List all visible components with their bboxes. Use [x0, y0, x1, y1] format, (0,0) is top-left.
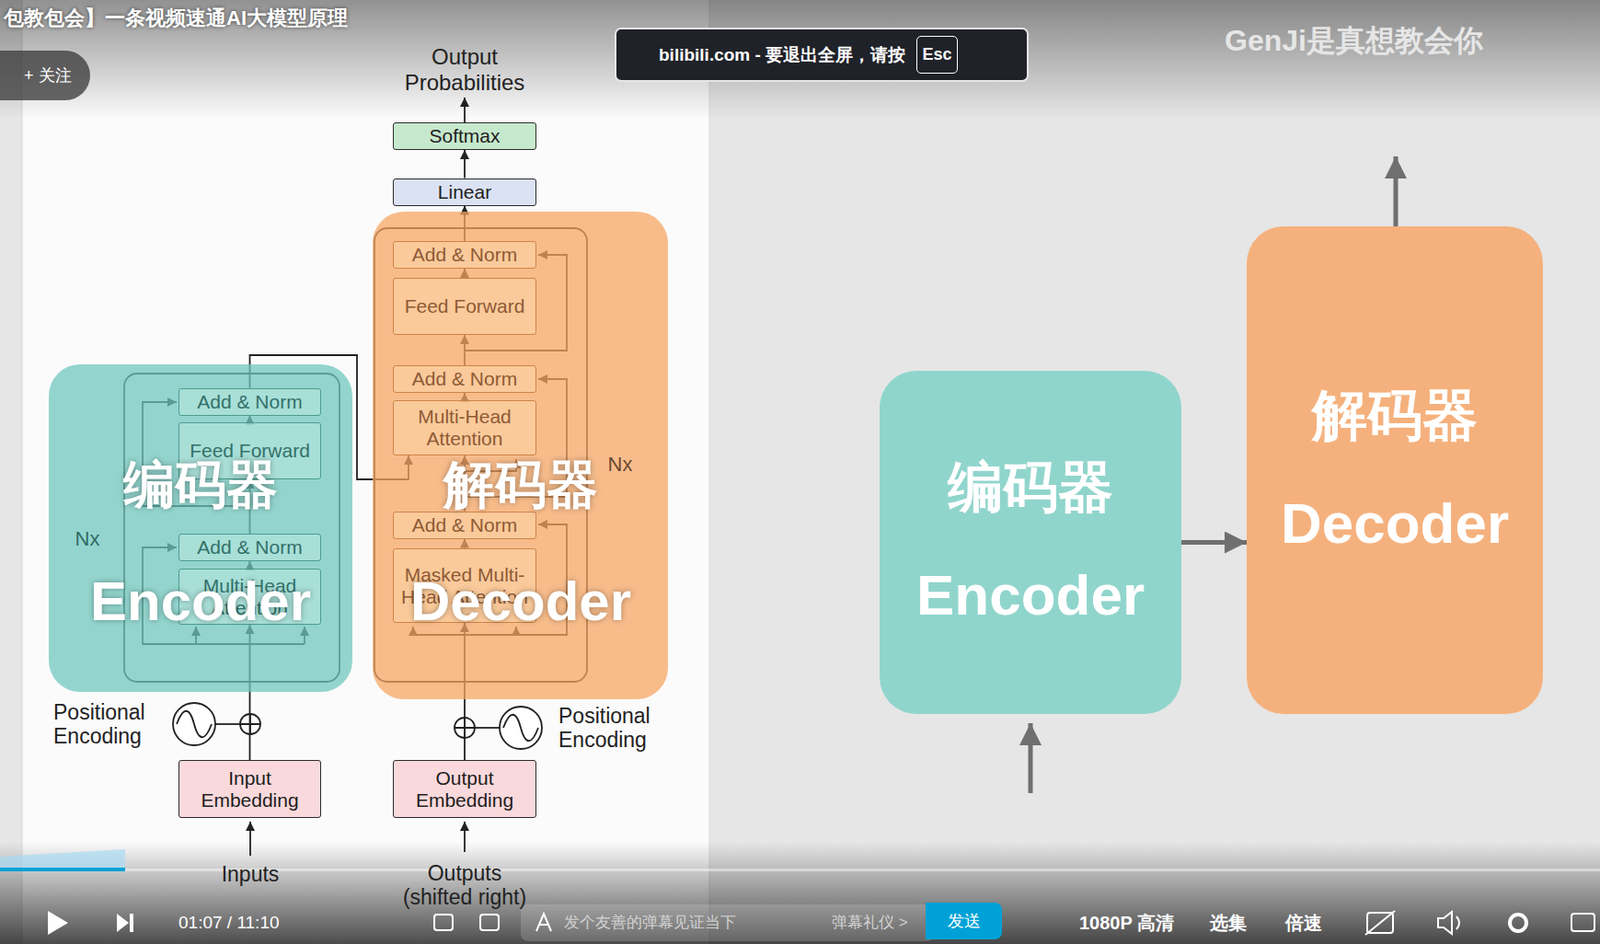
node-label: Linear — [437, 181, 492, 204]
decoder-block: 解码器 Decoder — [1246, 226, 1543, 714]
positional-encoding-symbol — [172, 702, 542, 749]
player-icon — [116, 913, 129, 933]
softmax-box: Softmax — [392, 122, 537, 150]
flow-arrow — [1181, 540, 1247, 545]
progress-bar — [0, 849, 1600, 872]
english-title: Encoder — [916, 561, 1145, 630]
player-icon — [1571, 913, 1595, 932]
player-shade — [0, 0, 1600, 120]
encoding-label: Positional Encoding — [53, 700, 169, 749]
node-label: Esc — [921, 45, 952, 65]
node-label: 发送 — [947, 909, 981, 933]
node-label: + 关注 — [23, 64, 72, 87]
positional-encoding-symbol — [215, 723, 241, 726]
feed-forward-box: Feed Forward — [392, 277, 537, 335]
watermark: GenJi是真想教会你 — [1224, 23, 1484, 58]
decoder-overlay: 解码器DecoderAdd & NormFeed ForwardAdd & No… — [372, 211, 668, 700]
encoder-block: 编码器 Encoder — [879, 370, 1182, 714]
chinese-title: 解码器 — [1312, 382, 1478, 449]
video-title: 包教包会】一条视频速通AI大模型原理 — [3, 6, 348, 30]
follow-button: + 关注 — [0, 50, 91, 101]
add-norm-box: Add & Norm — [178, 388, 322, 416]
player-icon — [520, 904, 935, 942]
speed-button: 倍速 — [1285, 912, 1323, 934]
episodes-button: 选集 — [1209, 912, 1247, 934]
english-title: Decoder — [410, 571, 632, 633]
embedding-box: Input Embedding — [178, 759, 322, 818]
add-norm-box: Add & Norm — [178, 533, 322, 562]
esc-key: Esc — [916, 35, 958, 74]
player-icon — [480, 914, 499, 931]
player-icon — [536, 913, 552, 932]
attention-box: Multi-Head Attention — [392, 400, 537, 456]
progress-bar — [0, 867, 126, 872]
positional-encoding-symbol — [503, 714, 539, 742]
chinese-title: 解码器 — [443, 456, 599, 514]
positional-encoding-symbol — [176, 711, 212, 738]
player-icon — [434, 904, 1595, 942]
data-arrow — [463, 149, 466, 179]
output-label: Output Probabilities — [386, 44, 543, 95]
positional-encoding-symbol — [172, 702, 216, 746]
player-icon — [1365, 910, 1395, 935]
add-norm-box: Add & Norm — [392, 241, 537, 269]
send-button: 发送 — [925, 902, 1002, 940]
player-icon — [47, 910, 134, 935]
positional-encoding-symbol — [474, 726, 500, 729]
player-shade — [0, 841, 1600, 944]
player-icon — [434, 914, 453, 931]
encoder-overlay: 编码器EncoderAdd & NormFeed ForwardAdd & No… — [48, 364, 353, 692]
node-label: bilibili.com - 要退出全屏，请按 — [658, 43, 906, 68]
flow-arrow — [1028, 723, 1034, 794]
danmaku-placeholder: 发个友善的弹幕见证当下 — [564, 913, 737, 933]
node-label: Multi-Head Attention — [397, 405, 532, 449]
embedding-box: Output Embedding — [392, 759, 537, 818]
node-label: Softmax — [428, 125, 500, 148]
english-title: Decoder — [1280, 489, 1509, 558]
add-norm-box: Add & Norm — [392, 365, 537, 393]
node-label: Add & Norm — [196, 391, 302, 414]
node-label: Input Embedding — [183, 767, 317, 811]
node-label: Add & Norm — [412, 514, 518, 537]
linear-box: Linear — [392, 178, 537, 207]
background — [22, 0, 710, 944]
danmaku-etiquette: 弹幕礼仪 > — [831, 913, 909, 933]
time-display: 01:07 / 11:10 — [178, 912, 280, 933]
player-icon — [1509, 914, 1527, 932]
progress-bar — [0, 849, 126, 869]
node-label: Add & Norm — [412, 368, 518, 391]
add-norm-box: Add & Norm — [392, 511, 537, 540]
node-label: Add & Norm — [196, 536, 302, 559]
fullscreen-notice: bilibili.com - 要退出全屏，请按 Esc — [614, 27, 1029, 82]
input-label: Inputs — [221, 862, 280, 887]
english-title: Encoder — [90, 571, 311, 633]
chinese-title: 编码器 — [123, 456, 278, 514]
progress-bar — [0, 868, 1600, 872]
quality-button: 1080P 高清 — [1079, 912, 1175, 934]
node-label: Output Embedding — [397, 767, 532, 811]
chinese-title: 编码器 — [947, 454, 1114, 521]
node-label: Add & Norm — [412, 243, 518, 266]
output-label: Outputs (shifted right) — [391, 861, 539, 910]
positional-encoding-symbol — [499, 706, 542, 749]
flow-arrow — [1393, 156, 1399, 227]
player-icon — [1438, 911, 1460, 934]
node-label: Feed Forward — [404, 295, 526, 318]
player-icon — [47, 910, 69, 935]
player-icon — [129, 913, 134, 933]
encoding-label: Positional Encoding — [558, 703, 674, 753]
